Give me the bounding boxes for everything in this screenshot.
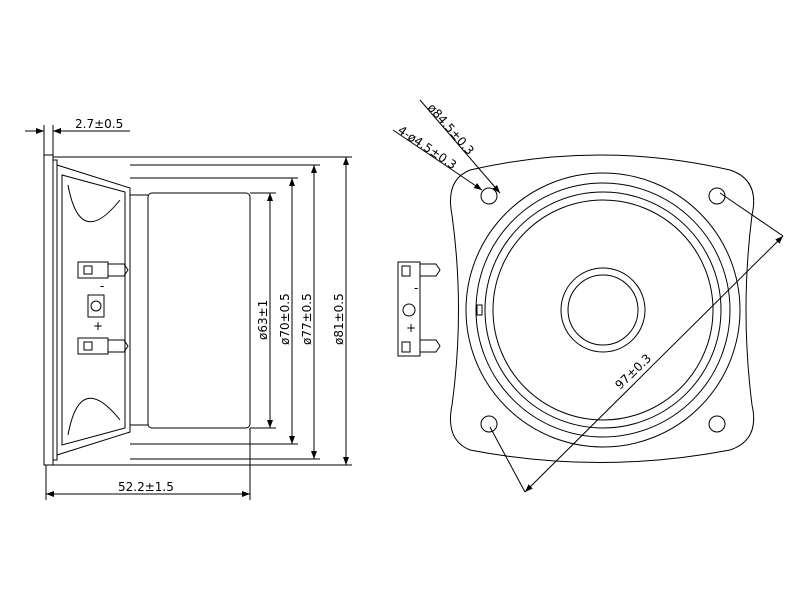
hole xyxy=(708,415,726,433)
front-flange xyxy=(43,154,54,466)
hole xyxy=(708,187,726,205)
dim-depth: 52.2±1.5 xyxy=(118,480,174,494)
hole xyxy=(480,187,498,205)
mounting-holes xyxy=(480,187,726,433)
front-terminal xyxy=(397,261,421,357)
front-plus-label: + xyxy=(406,321,416,335)
minus-label: - xyxy=(100,279,104,293)
dim-flange-thickness: 2.7±0.5 xyxy=(75,117,123,131)
dim-diagonal: 97±0.3 xyxy=(612,351,654,392)
terminal-plus xyxy=(77,337,129,355)
front-minus-label: - xyxy=(414,281,418,295)
plus-label: + xyxy=(93,319,103,333)
outer-ring xyxy=(465,172,741,448)
dust-cap xyxy=(560,267,646,353)
front-view: - + ø84.5±0.3 4-ø4.5±0.3 97±0.3 xyxy=(392,99,784,493)
hole xyxy=(480,415,498,433)
magnet xyxy=(147,192,251,429)
dim-d81: ø81±0.5 xyxy=(332,293,346,345)
dim-d70: ø70±0.5 xyxy=(278,293,292,345)
terminal-minus xyxy=(77,261,129,279)
terminal-board xyxy=(87,294,105,318)
frame xyxy=(450,154,755,463)
dim-d63: ø63±1 xyxy=(256,300,270,340)
side-view: - + ø63±1 ø70±0.5 ø77±0.5 ø81±0.5 2.7±0.… xyxy=(25,117,352,500)
basket xyxy=(56,164,131,456)
dim-d77: ø77±0.5 xyxy=(300,293,314,345)
